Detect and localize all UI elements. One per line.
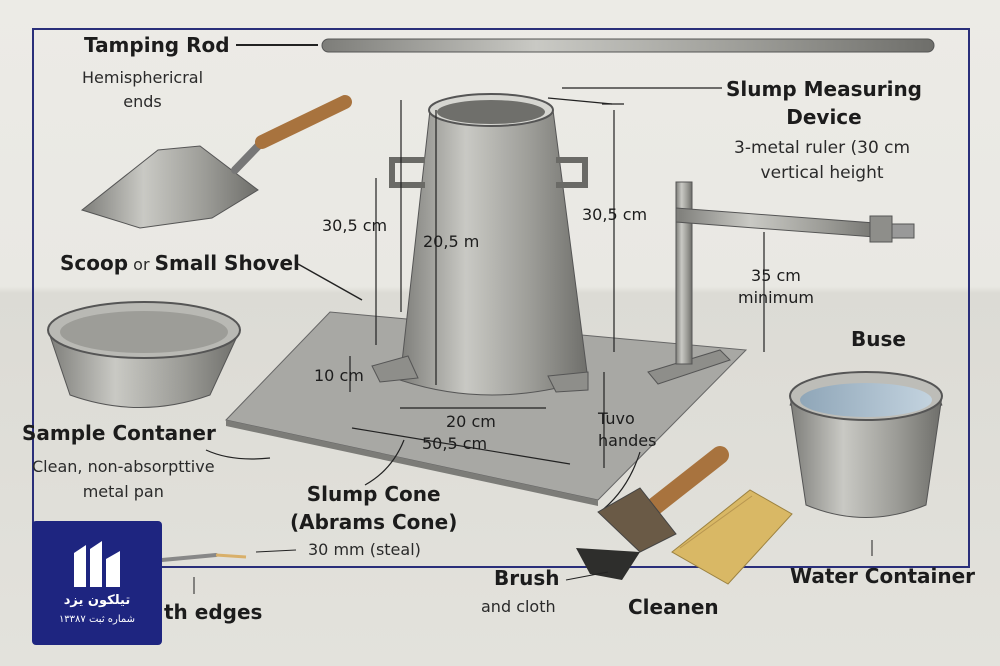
slump-measuring-device: [647, 181, 915, 385]
brush-title: Brush: [494, 566, 560, 590]
slump-device-desc: 3-metal ruler (30 cm vertical height: [734, 138, 911, 183]
scoop-or: or: [133, 255, 150, 274]
building-logo-icon: [74, 541, 120, 587]
tamping-rod-desc: Hemisphericral ends: [82, 68, 204, 111]
scoop-shovel: [80, 95, 363, 301]
scoop-title: Scoop: [60, 251, 129, 275]
buse-title: Buse: [851, 327, 906, 351]
sample-pan: [47, 301, 241, 408]
small-shovel-title: Small Shovel: [154, 251, 300, 275]
cleanen-title: Cleanen: [628, 595, 719, 619]
tamping-rod: [236, 38, 935, 53]
tamping-rod-title: Tamping Rod: [84, 33, 230, 57]
slump-cone-desc: 30 mm (steal): [308, 540, 421, 559]
dim-base-offset: 10 cm: [314, 366, 364, 385]
water-container-title: Water Container: [790, 564, 976, 588]
base-plate: [225, 311, 748, 506]
company-logo: تیلکون یزد شماره ثبت ۱۳۳۸۷: [32, 521, 162, 645]
sample-container-title: Sample Contaner: [22, 421, 216, 445]
dim-bottom-diameter: 50,5 cm: [422, 434, 488, 453]
edges-title: th edges: [164, 600, 263, 624]
dim-top-diameter: 20 cm: [446, 412, 496, 431]
water-bucket: [789, 371, 943, 556]
slump-cone-title: Slump Cone (Abrams Cone): [290, 482, 458, 534]
dim-right-height: 30,5 cm: [582, 205, 648, 224]
slump-device-title: Slump Measuring Device: [726, 77, 922, 129]
dim-tuvo-handles: Tuvo handes: [598, 409, 657, 450]
diagram-frame: [32, 28, 970, 568]
dim-inner-height: 20,5 m: [423, 232, 480, 251]
dim-left-height: 30,5 cm: [322, 216, 388, 235]
dim-min-height: 35 cm minimum: [738, 266, 814, 307]
scoop-label: Scoop or Small Shovel: [60, 251, 300, 275]
logo-name: تیلکون یزد: [63, 593, 131, 608]
dimension-lines: [205, 87, 765, 513]
logo-registration: شماره ثبت ۱۳۳۸۷: [58, 614, 136, 625]
slump-cone: [371, 93, 589, 396]
strap: [160, 549, 297, 594]
cloth: [671, 489, 793, 585]
brush-desc: and cloth: [481, 597, 556, 616]
brush: [565, 446, 729, 581]
sample-container-desc: Clean, non-absorpttive metal pan: [32, 457, 215, 501]
